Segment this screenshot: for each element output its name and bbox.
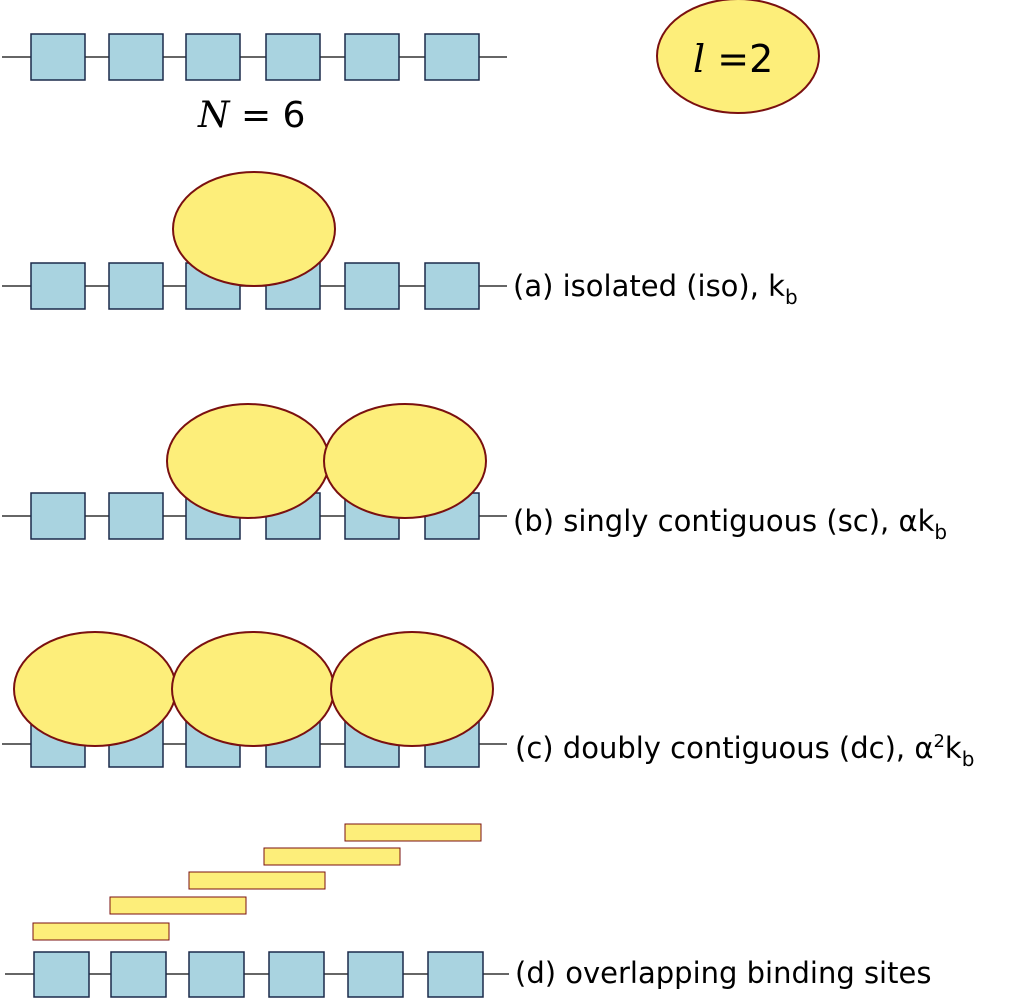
lattice-site [424, 262, 480, 310]
lattice-site [265, 33, 321, 81]
lattice-site [347, 951, 404, 998]
binding-site-bar [344, 823, 482, 842]
bound-ligand [323, 403, 487, 519]
lattice-site [344, 262, 400, 310]
lattice-site [30, 262, 86, 310]
row-d-label: (d) overlapping binding sites [515, 956, 931, 990]
lattice-site [344, 33, 400, 81]
lattice-site [268, 951, 325, 998]
row-b: (b) singly contiguous (sc), αkb [2, 403, 947, 544]
lattice-site [108, 492, 164, 540]
row-c: (c) doubly contiguous (dc), α2kb [2, 631, 974, 771]
bound-ligand [13, 631, 177, 747]
lattice-site [185, 33, 241, 81]
binding-site-bar [263, 847, 401, 866]
lattice-site [30, 492, 86, 540]
ligand-legend-ellipse [656, 0, 820, 114]
row-a-label: (a) isolated (iso), kb [513, 269, 798, 309]
lattice-site [110, 951, 167, 998]
row-b-label: (b) singly contiguous (sc), αkb [513, 504, 947, 544]
lattice-site [30, 33, 86, 81]
bound-ligand [171, 631, 335, 747]
bound-ligand [166, 403, 330, 519]
lattice-site [33, 951, 90, 998]
bound-ligand [330, 631, 494, 747]
lattice-size-label: N = 6 [197, 95, 305, 136]
row-d: (d) overlapping binding sites [5, 823, 931, 998]
row-c-label: (c) doubly contiguous (dc), α2kb [515, 731, 974, 771]
binding-site-bar [32, 922, 170, 941]
lattice-site [188, 951, 245, 998]
lattice-site [108, 33, 164, 81]
lattice-site [427, 951, 484, 998]
row-a: (a) isolated (iso), kb [2, 171, 798, 310]
lattice-top [2, 33, 507, 81]
binding-site-bar [109, 896, 247, 915]
ligand-size-label: l =2 [693, 37, 773, 81]
lattice-site [424, 33, 480, 81]
binding-site-bar [188, 871, 326, 890]
lattice-site [108, 262, 164, 310]
bound-ligand [172, 171, 336, 287]
